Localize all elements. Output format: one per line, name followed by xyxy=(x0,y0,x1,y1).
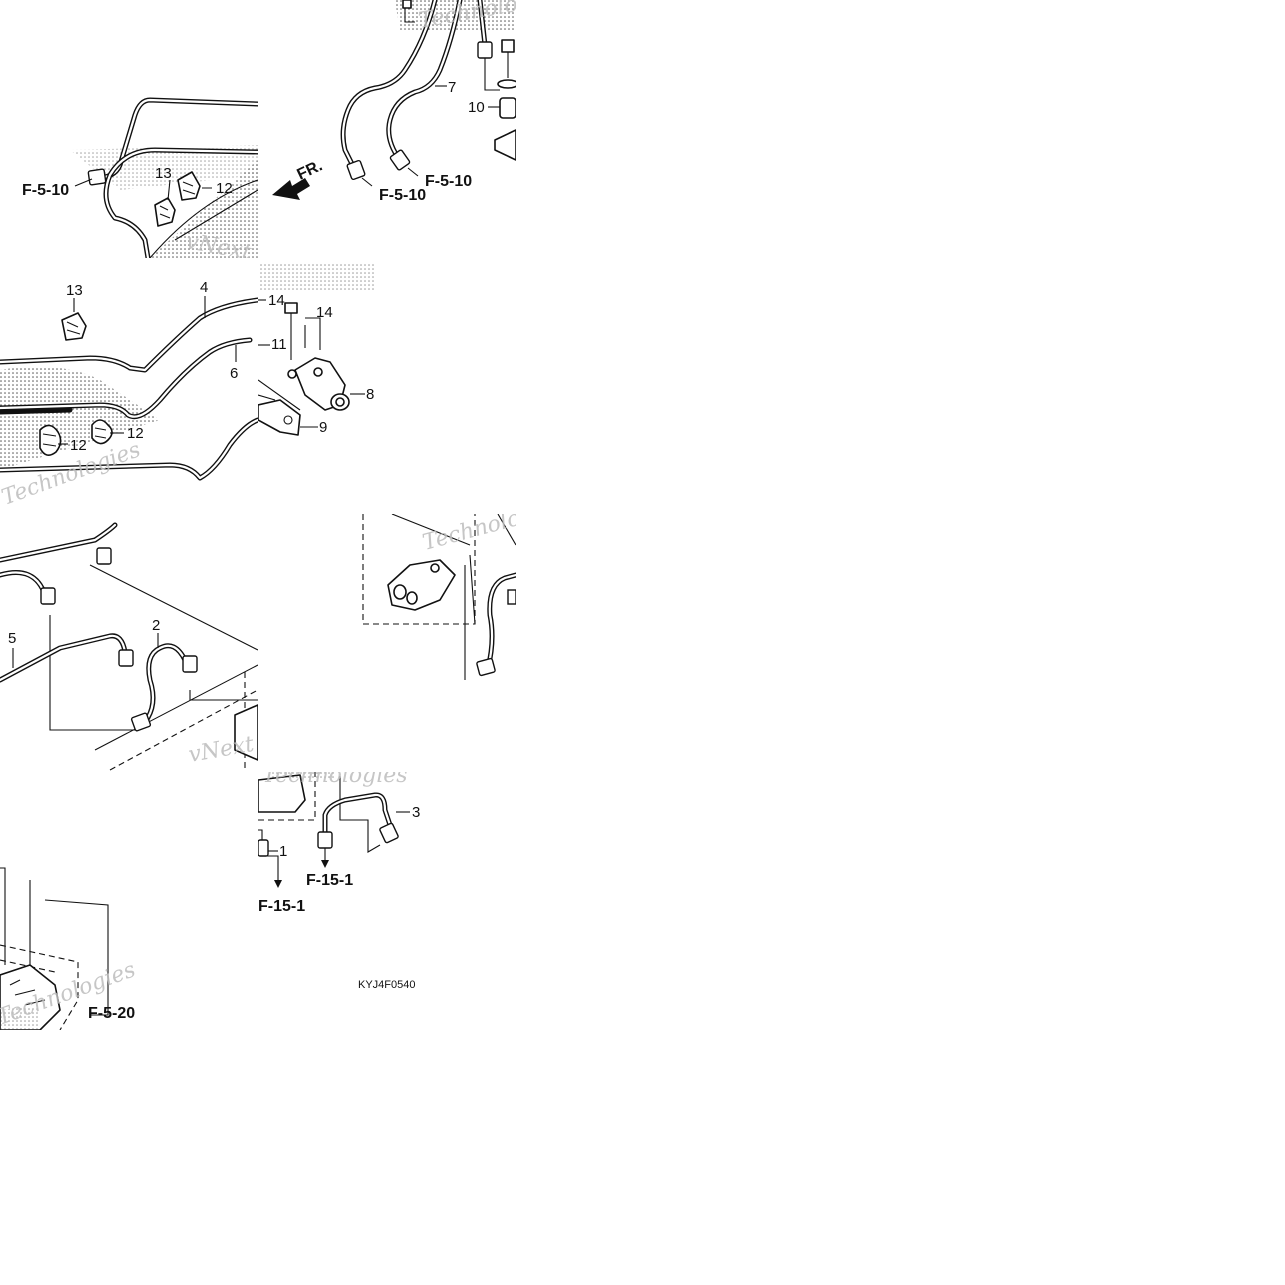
panel-middle-left: 13 4 6 12 12 Technologies xyxy=(0,279,258,511)
watermark: Technologies xyxy=(420,494,567,556)
bracket-9 xyxy=(258,399,301,436)
clamp-12 xyxy=(177,171,201,201)
callout-14-a: 14 xyxy=(268,292,285,309)
watermark: Technologies xyxy=(262,763,408,788)
panel-lower-right: Technologies xyxy=(362,494,567,680)
panel-lower-left: 5 2 vNext Tec xyxy=(0,522,258,772)
callout-12: 12 xyxy=(216,180,233,197)
joint-8 xyxy=(287,357,350,411)
ref-f-5-10: F-5-10 xyxy=(22,182,69,199)
callout-14-b: 14 xyxy=(316,304,333,321)
callout-13-mid: 13 xyxy=(66,282,83,299)
callout-6: 6 xyxy=(230,365,238,382)
callout-2: 2 xyxy=(152,617,160,634)
panel-bottom-left: F-5-20 Technologies xyxy=(0,867,139,1030)
callout-11: 11 xyxy=(271,336,287,353)
callout-12-mid-b: 12 xyxy=(70,437,87,454)
clamp-13-mid xyxy=(61,312,87,341)
clamp-13 xyxy=(154,197,176,227)
panel-middle-right: 14 14 11 8 9 xyxy=(258,262,375,436)
ref-f-5-20: F-5-20 xyxy=(88,1005,135,1022)
callout-5: 5 xyxy=(8,630,16,647)
ref-f-15-1-a: F-15-1 xyxy=(306,872,353,889)
ref-f-15-1-b: F-15-1 xyxy=(258,898,305,915)
clamp-12-mid-b xyxy=(39,424,62,456)
ref-f-5-10-a: F-5-10 xyxy=(425,173,472,190)
callout-8: 8 xyxy=(366,386,374,403)
panel-top-right: FR. 7 10 F-5-10 F-5-10 Technologies xyxy=(272,0,516,204)
callout-12-mid-a: 12 xyxy=(127,425,144,442)
callout-10: 10 xyxy=(468,99,485,116)
callout-3: 3 xyxy=(412,804,420,821)
panel-bottom-center: 3 1 F-15-1 F-15-1 KYJ4F0540 Technologies xyxy=(258,763,420,991)
callout-13: 13 xyxy=(155,165,172,182)
front-arrow: FR. xyxy=(272,157,325,200)
ref-f-5-10-b: F-5-10 xyxy=(379,187,426,204)
joint-inset xyxy=(387,559,456,611)
bolt-14 xyxy=(284,302,298,360)
callout-7: 7 xyxy=(448,79,456,96)
callout-1: 1 xyxy=(279,843,287,860)
bolt-10-assembly xyxy=(494,39,516,161)
callout-4: 4 xyxy=(200,279,208,296)
direction-label: FR. xyxy=(295,157,326,183)
callout-9: 9 xyxy=(319,419,327,436)
figure-code: KYJ4F0540 xyxy=(358,979,415,991)
panel-top-left: F-5-10 13 12 vNext Technologies xyxy=(22,97,258,258)
